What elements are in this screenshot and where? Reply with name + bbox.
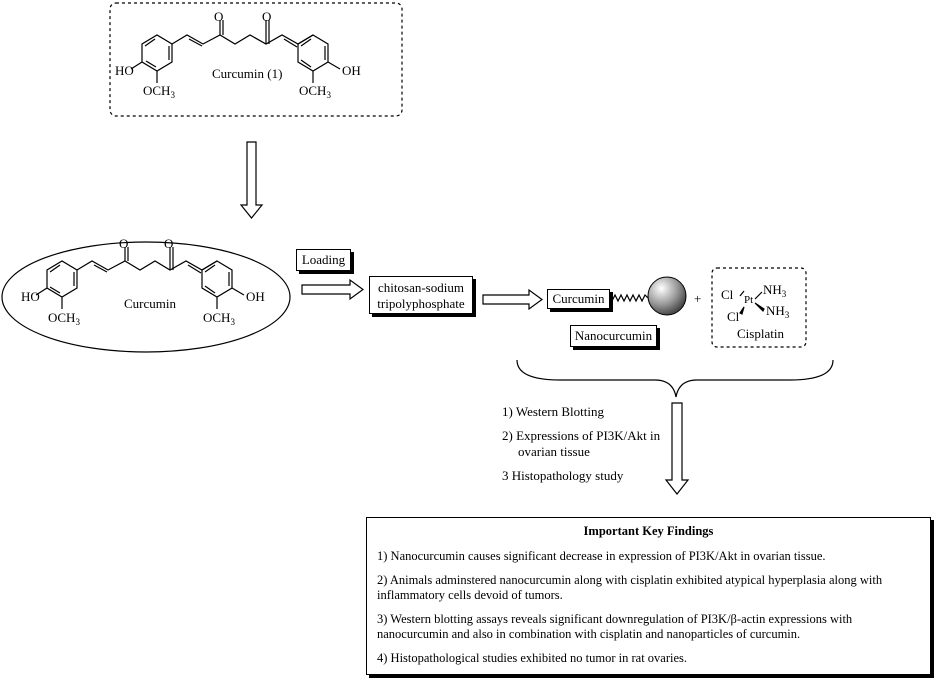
step-item: 1) Western Blotting [502,404,604,419]
mid-curcumin-structure [35,247,245,309]
right-arrow-loading [301,278,365,301]
curcumin-ellipse [1,241,291,353]
finding-item: 4) Histopathological studies exhibited n… [377,651,688,665]
cisplatin-nh3-top: NH3 [763,282,787,299]
cisplatin-cl-top: Cl [721,287,734,302]
step-item: 2) Expressions of PI3K/Akt in [502,428,661,443]
top-hydroxyl-left-label: HO [115,63,134,78]
top-molecule-name: Curcumin (1) [212,66,283,81]
study-steps-list: 1) Western Blotting 2) Expressions of PI… [502,404,660,492]
cisplatin-cl-bottom: Cl [727,309,740,324]
step-item: 3 Histopathology study [502,468,624,483]
carrier-box: chitosan-sodium tripolyphosphate [369,276,473,314]
finding-item: 1) Nanocurcumin causes significant decre… [377,549,826,563]
down-arrow-2 [664,402,690,495]
top-carbonyl-right-label: O [262,9,272,24]
cisplatin-nh3-bottom: NH3 [766,303,790,320]
step-item-continued: ovarian tissue [518,444,590,459]
tether-line [605,293,649,303]
right-arrow-carrier [482,288,544,311]
loading-box: Loading [296,249,351,271]
top-hydroxyl-right-label: OH [342,63,361,78]
top-methoxy-left-label: OCH3 [143,83,175,100]
mid-hydroxyl-left-label: HO [21,289,40,304]
cisplatin-pt: Pt [744,294,754,306]
curly-brace [516,359,834,398]
cisplatin-bonds [739,290,765,315]
mid-molecule-name: Curcumin [124,296,176,311]
finding-item: 2) Animals adminstered nanocurcumin alon… [377,573,883,602]
top-methoxy-right-label: OCH3 [299,83,331,100]
nanocurcumin-box: Nanocurcumin [570,325,657,347]
mid-methoxy-right-label: OCH3 [203,310,235,327]
mid-carbonyl-left-label: O [119,236,129,251]
mid-methoxy-left-label: OCH3 [48,310,80,327]
down-arrow-1 [239,141,264,219]
top-molecule-frame [109,2,403,117]
cisplatin-frame [711,267,807,348]
finding-item: 3) Western blotting assays reveals signi… [377,612,853,641]
carrier-line-2: tripolyphosphate [377,296,465,311]
carrier-line-1: chitosan-sodium [378,280,464,295]
key-findings-title: Important Key Findings [583,524,714,538]
mid-carbonyl-right-label: O [164,236,174,251]
mid-hydroxyl-right-label: OH [246,289,265,304]
key-findings-box: Important Key Findings 1) Nanocurcumin c… [366,517,931,675]
cisplatin-name: Cisplatin [737,326,784,341]
top-curcumin-structure [130,20,341,83]
curcumin-tag-box: Curcumin [547,289,610,309]
top-carbonyl-left-label: O [214,9,224,24]
nanoparticle-sphere [647,276,687,316]
plus-sign: + [694,291,702,306]
